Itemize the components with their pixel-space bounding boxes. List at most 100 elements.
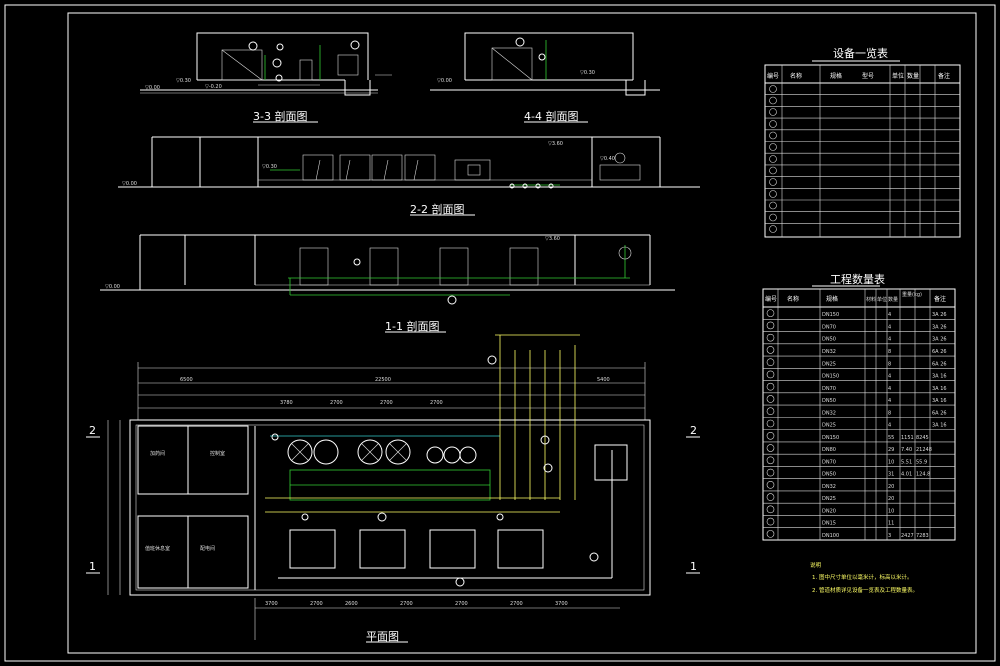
pipe-row-size: DN32	[822, 349, 836, 355]
svg-text:3700: 3700	[265, 601, 278, 607]
pipe-row-qty: 4	[888, 398, 891, 404]
pipe-row-marker	[766, 431, 775, 440]
pipe-row-size: DN25	[822, 423, 836, 429]
svg-text:2700: 2700	[380, 400, 393, 406]
equipment-header-no: 编号	[767, 72, 779, 80]
pipe-row-marker	[766, 333, 775, 342]
pipe-row-remark: 3A 26	[932, 337, 947, 343]
pipe-table-title: 工程数量表	[830, 272, 885, 286]
pipe-row-unit-weight: 1151	[901, 435, 914, 441]
pipe-row-marker	[766, 358, 775, 366]
pipe-row-unit-weight: 2427	[901, 533, 914, 539]
pipe-row-marker	[766, 395, 775, 403]
pipe-row-qty: 10	[888, 508, 894, 514]
pipe-row-size: DN50	[822, 398, 836, 404]
pipe-row-size: DN32	[822, 410, 836, 416]
svg-text:▽0.30: ▽0.30	[176, 78, 191, 84]
pipe-header-material: 材料	[866, 296, 876, 303]
pipe-header-no: 编号	[765, 295, 777, 303]
pipe-table-grid	[762, 288, 956, 541]
pipe-row-marker	[766, 481, 775, 489]
pipe-row-total-weight: 55.9	[916, 459, 927, 465]
notes-title: 说明	[810, 561, 822, 569]
svg-text:▽-0.20: ▽-0.20	[205, 84, 222, 90]
pipe-row-qty: 4	[888, 312, 891, 318]
pipe-header-spec: 规格	[826, 295, 838, 303]
pipe-row-qty: 31	[888, 472, 894, 478]
section-marker-left-2: 2	[89, 424, 96, 437]
svg-text:2700: 2700	[310, 601, 323, 607]
pipe-row-remark: 3A 26	[932, 324, 947, 330]
pipe-row-qty: 4	[888, 337, 891, 343]
pipe-row-marker	[766, 321, 775, 330]
pipe-header-remark: 备注	[934, 295, 946, 303]
svg-text:▽0.00: ▽0.00	[145, 85, 160, 91]
pipe-row-qty: 3	[888, 533, 891, 539]
pipe-row-qty: 20	[888, 496, 894, 502]
section-1-1-title: 1-1 剖面图	[385, 319, 439, 333]
pipe-row-total-weight: 8245	[916, 435, 929, 441]
svg-text:2700: 2700	[455, 601, 468, 607]
svg-text:▽0.30: ▽0.30	[580, 70, 595, 76]
equipment-header-qty: 数量	[907, 72, 919, 80]
svg-text:值班休息室: 值班休息室	[145, 545, 170, 552]
pipe-row-marker	[766, 370, 775, 379]
pipe-row-size: DN25	[822, 361, 836, 367]
svg-text:配电间: 配电间	[200, 545, 215, 552]
pipe-row-marker	[766, 517, 775, 526]
pipe-row-remark: 6A 26	[932, 410, 947, 416]
pipe-row-marker	[766, 530, 775, 538]
pipe-header-qty: 数量	[888, 296, 898, 303]
svg-text:3780: 3780	[280, 400, 293, 406]
equipment-header-spec: 规格	[830, 72, 842, 80]
plan-view-title: 平面图	[366, 630, 399, 643]
note-2: 2. 管道材质详见设备一览表及工程数量表。	[812, 586, 918, 594]
pipe-row-size: DN20	[822, 508, 836, 514]
pipe-header-weight: 重量(kg)	[902, 291, 922, 298]
section-2-2-drawing: ▽0.00 ▽0.30 ▽0.40 ▽3.60	[118, 136, 700, 189]
inner-frame	[67, 12, 977, 654]
pipe-row-unit-weight: 7.40	[901, 447, 912, 453]
svg-text:22500: 22500	[375, 377, 391, 383]
pipe-row-size: DN70	[822, 459, 836, 465]
pipe-row-remark: 3A 26	[932, 312, 947, 318]
svg-text:2700: 2700	[510, 601, 523, 607]
pipe-row-marker	[766, 382, 775, 391]
pipe-row-qty: 8	[888, 410, 891, 416]
pipe-row-marker	[766, 456, 775, 465]
pipe-row-total-weight: 7283	[916, 533, 929, 539]
pipe-row-marker	[766, 346, 775, 354]
pipe-row-size: DN15	[822, 521, 836, 527]
pipe-row-size: DN70	[822, 386, 836, 392]
pipe-row-qty: 8	[888, 361, 891, 367]
svg-text:2700: 2700	[400, 601, 413, 607]
pipe-row-size: DN50	[822, 472, 836, 478]
pipe-header-unit: 单位	[877, 296, 887, 303]
pipe-header-name: 名称	[787, 295, 799, 303]
equipment-table-title: 设备一览表	[833, 46, 888, 60]
pipe-row-marker	[766, 468, 775, 477]
pipe-row-remark: 3A 16	[932, 423, 947, 429]
pipe-row-qty: 4	[888, 324, 891, 330]
pipe-row-marker	[766, 444, 775, 452]
section-3-3-drawing: ▽0.00 ▽0.30 ▽-0.20	[140, 32, 392, 96]
svg-text:▽0.30: ▽0.30	[262, 164, 277, 170]
svg-text:▽3.60: ▽3.60	[548, 141, 563, 147]
svg-text:5400: 5400	[597, 377, 610, 383]
pipe-row-size: DN150	[822, 312, 839, 318]
pipe-row-size: DN80	[822, 447, 836, 453]
pipe-row-size: DN32	[822, 484, 836, 490]
equipment-header-name: 名称	[790, 72, 802, 80]
pipe-row-remark: 3A 16	[932, 386, 947, 392]
pipe-row-size: DN150	[822, 374, 839, 380]
svg-text:3700: 3700	[555, 601, 568, 607]
equipment-header-model: 型号	[862, 72, 874, 80]
pipe-row-qty: 11	[888, 521, 894, 527]
pipe-row-size: DN150	[822, 435, 839, 441]
equipment-header-unit: 单位	[892, 72, 904, 80]
note-1: 1. 图中尺寸单位以毫米计，标高以米计。	[812, 573, 913, 581]
pipe-row-qty: 4	[888, 374, 891, 380]
pipe-row-remark: 3A 16	[932, 398, 947, 404]
pipe-row-remark: 6A 26	[932, 361, 947, 367]
